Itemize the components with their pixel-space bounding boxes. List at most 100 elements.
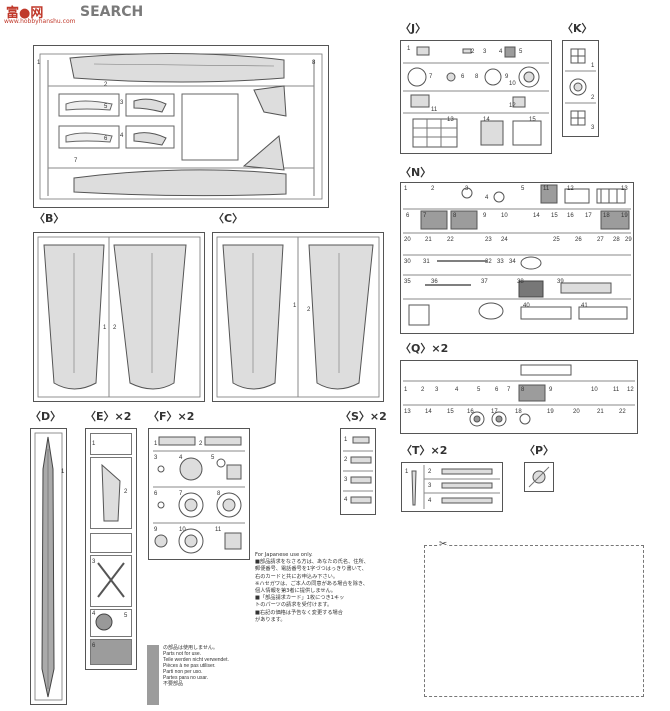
unused-line: Partes para no usar. [163,675,209,681]
part-number: 15 [551,213,558,219]
part-number: 2 [124,489,128,495]
part-number: 4 [179,455,183,461]
notice-line: 右のカードと共にお申込み下さい。 [255,573,339,580]
part-number: 24 [501,237,508,243]
sprue-t-drawing [411,465,500,509]
sprue-t: 1 2 3 4 [401,462,503,512]
unused-line: Parts not for use. [163,651,202,657]
part-number: 1 [61,469,65,475]
sprue-j: 1 2 3 4 5 6 7 8 9 10 11 12 13 14 15 [400,40,552,154]
part-cell [90,533,132,553]
part-number: 1 [154,441,158,447]
part-number: 15 [529,117,536,123]
part-number: 8 [453,213,457,219]
part-number: 6 [154,491,158,497]
part-number: 25 [553,237,560,243]
part-number: 14 [425,409,432,415]
part-number: 3 [465,186,469,192]
unused-line: Pièces à ne pas utiliser. [163,663,216,669]
watermark-logo: 富●网 SEARCH www.hobbyhanshu.com [0,0,160,28]
part-number: 11 [613,387,620,393]
notice-line: ※ハセガワは、ご本人の同意がある場合を除き、 [255,580,368,587]
part-number: 16 [567,213,574,219]
part-number: 28 [613,237,620,243]
part-number: 20 [573,409,580,415]
sprue-a-drawing [39,52,323,200]
part-number: 31 [423,259,430,265]
part-number: 3 [120,100,124,106]
part-number: 4 [120,133,124,139]
order-card: ✂ [424,539,644,697]
part-number: 12 [627,387,634,393]
scissors-icon: ✂ [439,539,448,550]
sprue-t-label: 〈T〉×2 [401,444,448,457]
part-number: 35 [404,279,411,285]
part-number: 7 [74,158,78,164]
sprue-j-drawing [403,46,549,148]
part-number: 2 [307,307,311,313]
sprue-q-drawing [403,364,635,427]
part-number: 4 [344,497,348,503]
sprue-s: 1 2 3 4 [340,428,376,515]
part-number: 39 [557,279,564,285]
part-cell [90,433,132,455]
sprue-b-drawing [37,236,201,398]
unused-line: Teile werden nicht verwendet. [163,657,229,663]
part-cell [90,555,132,607]
part-number: 13 [447,117,454,123]
part-number: 33 [497,259,504,265]
sprue-b-label: 〈B〉 [34,212,65,225]
sprue-p [524,462,554,492]
part-number: 5 [519,49,523,55]
part-cell-unused [90,639,132,665]
part-number: 4 [455,387,459,393]
notice-heading: For Japanese use only. [255,552,313,558]
notice-line: があります。 [255,616,286,623]
part-number: 5 [211,455,215,461]
part-number: 12 [567,186,574,192]
part-number: 2 [591,95,595,101]
part-number: 5 [477,387,481,393]
sprue-p-drawing [528,466,550,488]
sprue-n: 1 2 3 4 5 6 7 8 9 10 11 12 13 14 15 16 1… [400,182,634,334]
part-number: 8 [217,491,221,497]
notice-line: ■「部品請求カード」1枚につき1キッ [255,595,345,602]
sprue-s-label: 〈S〉×2 [340,410,387,423]
part-number: 16 [467,409,474,415]
part-number: 1 [92,441,96,447]
part-number: 2 [104,82,108,88]
part-number: 3 [154,455,158,461]
part-e3 [97,562,125,598]
part-number: 6 [104,136,108,142]
part-number: 5 [104,104,108,110]
part-number: 4 [485,195,489,201]
part-number: 30 [404,259,411,265]
part-number: 20 [404,237,411,243]
part-number: 19 [621,213,628,219]
watermark-search: SEARCH [80,4,144,20]
sprue-k-drawing [565,48,596,126]
notice-line: ■部品請求をなさる方は、あなたの氏名、住所、 [255,559,369,566]
part-number: 2 [421,387,425,393]
part-number: 12 [509,103,516,109]
part-number: 5 [521,186,525,192]
sprue-f-drawing [153,436,245,554]
part-number: 10 [591,387,598,393]
part-number: 19 [547,409,554,415]
part-number: 17 [491,409,498,415]
sprue-d: 1 [30,428,67,705]
part-number: 18 [515,409,522,415]
sprue-a: 1 2 3 4 5 6 7 8 [33,45,329,208]
part-number: 32 [485,259,492,265]
part-e4 [95,613,113,631]
part-number: 2 [428,469,432,475]
sprue-c-label: 〈C〉 [213,212,244,225]
part-number: 13 [621,186,628,192]
part-number: 37 [481,279,488,285]
part-number: 38 [517,279,524,285]
part-number: 1 [405,469,409,475]
part-number: 1 [407,46,411,52]
sprue-b: 1 2 [33,232,205,402]
sprue-f-label: 〈F〉×2 [148,410,195,423]
unused-line: の部品は使用しません。 [163,645,218,651]
